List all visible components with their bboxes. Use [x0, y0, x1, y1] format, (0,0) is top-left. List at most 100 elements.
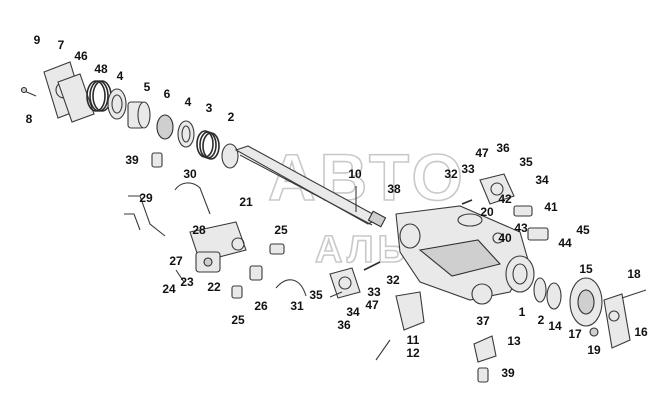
callout-14: 14 — [548, 319, 562, 333]
callout-38: 38 — [387, 182, 401, 196]
callout-7: 7 — [58, 38, 65, 52]
part-valve-22 — [195, 251, 221, 273]
part-plug-37 — [471, 283, 493, 305]
callout-43: 43 — [514, 221, 528, 235]
callout-33: 33 — [461, 162, 475, 176]
part-ring-14 — [546, 282, 562, 310]
part-fitting-45 — [527, 227, 549, 241]
callout-32: 32 — [386, 273, 400, 287]
callout-4: 4 — [117, 69, 124, 83]
part-ring-4a — [107, 88, 127, 120]
callout-4: 4 — [185, 95, 192, 109]
callout-9: 9 — [34, 33, 41, 47]
part-bolt-35-lower — [329, 291, 343, 298]
callout-20: 20 — [480, 205, 494, 219]
part-arm-16 — [603, 293, 631, 349]
part-fitting-40 — [492, 232, 504, 244]
callout-47: 47 — [365, 298, 379, 312]
callout-22: 22 — [207, 280, 221, 294]
callout-8: 8 — [26, 112, 33, 126]
part-fitting-25b — [231, 285, 243, 299]
callout-10: 10 — [348, 167, 362, 181]
callout-34: 34 — [535, 173, 549, 187]
part-spring-3 — [196, 130, 220, 160]
callout-41: 41 — [544, 200, 558, 214]
callout-30: 30 — [183, 167, 197, 181]
callout-16: 16 — [634, 325, 648, 339]
part-splined-end — [367, 210, 387, 228]
part-pin-39a — [151, 152, 163, 168]
callout-32: 32 — [444, 167, 458, 181]
callout-21: 21 — [239, 195, 253, 209]
part-output-boss-1 — [505, 255, 535, 293]
part-fitting-25a — [269, 243, 285, 255]
part-fitting-41 — [513, 205, 533, 217]
callout-46: 46 — [74, 49, 88, 63]
part-main-housing — [395, 205, 529, 301]
part-bushing-5 — [127, 101, 151, 129]
part-tube-30 — [174, 182, 211, 215]
callout-28: 28 — [192, 223, 206, 237]
callout-19: 19 — [587, 343, 601, 357]
part-bolt-18 — [621, 289, 647, 299]
part-flange-34-upper — [479, 173, 515, 205]
callout-45: 45 — [576, 223, 590, 237]
callout-29: 29 — [139, 191, 153, 205]
callout-40: 40 — [498, 231, 512, 245]
callout-34: 34 — [346, 305, 360, 319]
callout-47: 47 — [475, 146, 489, 160]
callout-23: 23 — [180, 275, 194, 289]
part-nut-17 — [589, 327, 599, 337]
part-cap-6 — [156, 114, 174, 140]
part-spring-32-upper — [461, 199, 473, 205]
callout-12: 12 — [406, 346, 420, 360]
part-cover-13 — [473, 335, 497, 363]
callout-48: 48 — [94, 62, 108, 76]
callout-33: 33 — [367, 285, 381, 299]
callout-18: 18 — [627, 267, 641, 281]
callout-13: 13 — [507, 334, 521, 348]
part-ring-4b — [177, 120, 195, 148]
callout-36: 36 — [496, 141, 510, 155]
callout-25: 25 — [231, 313, 245, 327]
callout-24: 24 — [162, 282, 176, 296]
callout-42: 42 — [498, 192, 512, 206]
callout-3: 3 — [206, 101, 213, 115]
part-gasket-46 — [57, 73, 95, 123]
callout-1: 1 — [519, 305, 526, 319]
callout-17: 17 — [568, 327, 582, 341]
part-screw-24 — [175, 269, 185, 283]
callout-31: 31 — [290, 299, 304, 313]
part-bracket-11 — [395, 291, 425, 331]
part-spring-32-lower — [363, 261, 381, 271]
callout-6: 6 — [164, 87, 171, 101]
callout-39: 39 — [501, 366, 515, 380]
callout-15: 15 — [579, 262, 593, 276]
callout-2: 2 — [538, 313, 545, 327]
callout-35: 35 — [309, 288, 323, 302]
part-flange-15 — [569, 277, 603, 327]
part-hose-31 — [275, 279, 307, 297]
callout-44: 44 — [558, 236, 572, 250]
callout-25: 25 — [274, 223, 288, 237]
part-pipe-29 — [124, 195, 166, 237]
part-sleeve-2 — [221, 143, 239, 169]
callout-2: 2 — [228, 110, 235, 124]
callout-39: 39 — [125, 153, 139, 167]
callout-11: 11 — [407, 333, 420, 347]
callout-36: 36 — [337, 318, 351, 332]
callout-5: 5 — [144, 80, 151, 94]
part-pin-39b — [477, 367, 489, 383]
part-ring-2-right — [533, 277, 547, 303]
part-fitting-26 — [249, 265, 263, 281]
part-bolt-8 — [20, 86, 37, 97]
callout-26: 26 — [254, 299, 268, 313]
callout-27: 27 — [169, 254, 183, 268]
callout-35: 35 — [519, 155, 533, 169]
part-flange-34-lower — [329, 267, 361, 299]
callout-37: 37 — [476, 314, 490, 328]
part-pin-12 — [375, 339, 391, 361]
